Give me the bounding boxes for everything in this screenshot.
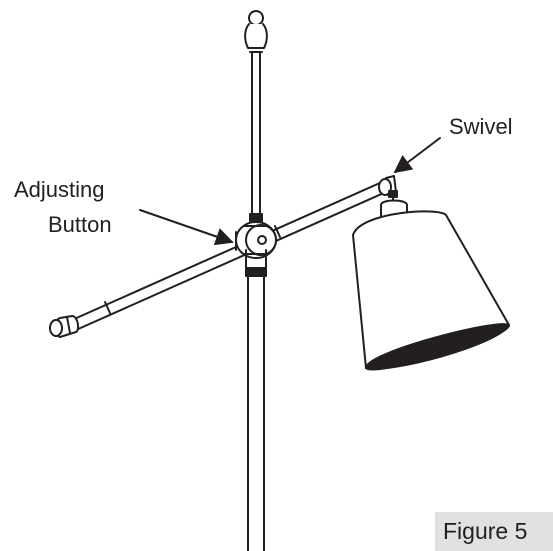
upper-pole-tube	[251, 51, 261, 216]
swing-arm	[71, 181, 387, 331]
finial-ball	[248, 10, 264, 26]
adjusting-button-arrow	[139, 209, 234, 246]
shade-bottom-rim	[365, 323, 511, 371]
adjusting-label-line2: Button	[48, 212, 112, 237]
lower-collar	[245, 267, 267, 277]
adjusting-button-hub	[235, 221, 277, 263]
pole-collar	[249, 213, 263, 223]
swivel-arrow	[393, 137, 441, 174]
figure-label-box	[435, 512, 553, 551]
adjusting-label-line1: Adjusting	[14, 177, 105, 202]
arm-end-knob	[49, 315, 80, 338]
finial-body	[244, 23, 268, 49]
upper-pole	[244, 10, 268, 223]
swivel-label: Swivel	[449, 114, 513, 139]
figure-label: Figure 5	[443, 518, 528, 544]
lamp-shade	[352, 199, 511, 371]
lower-pole	[245, 255, 267, 551]
